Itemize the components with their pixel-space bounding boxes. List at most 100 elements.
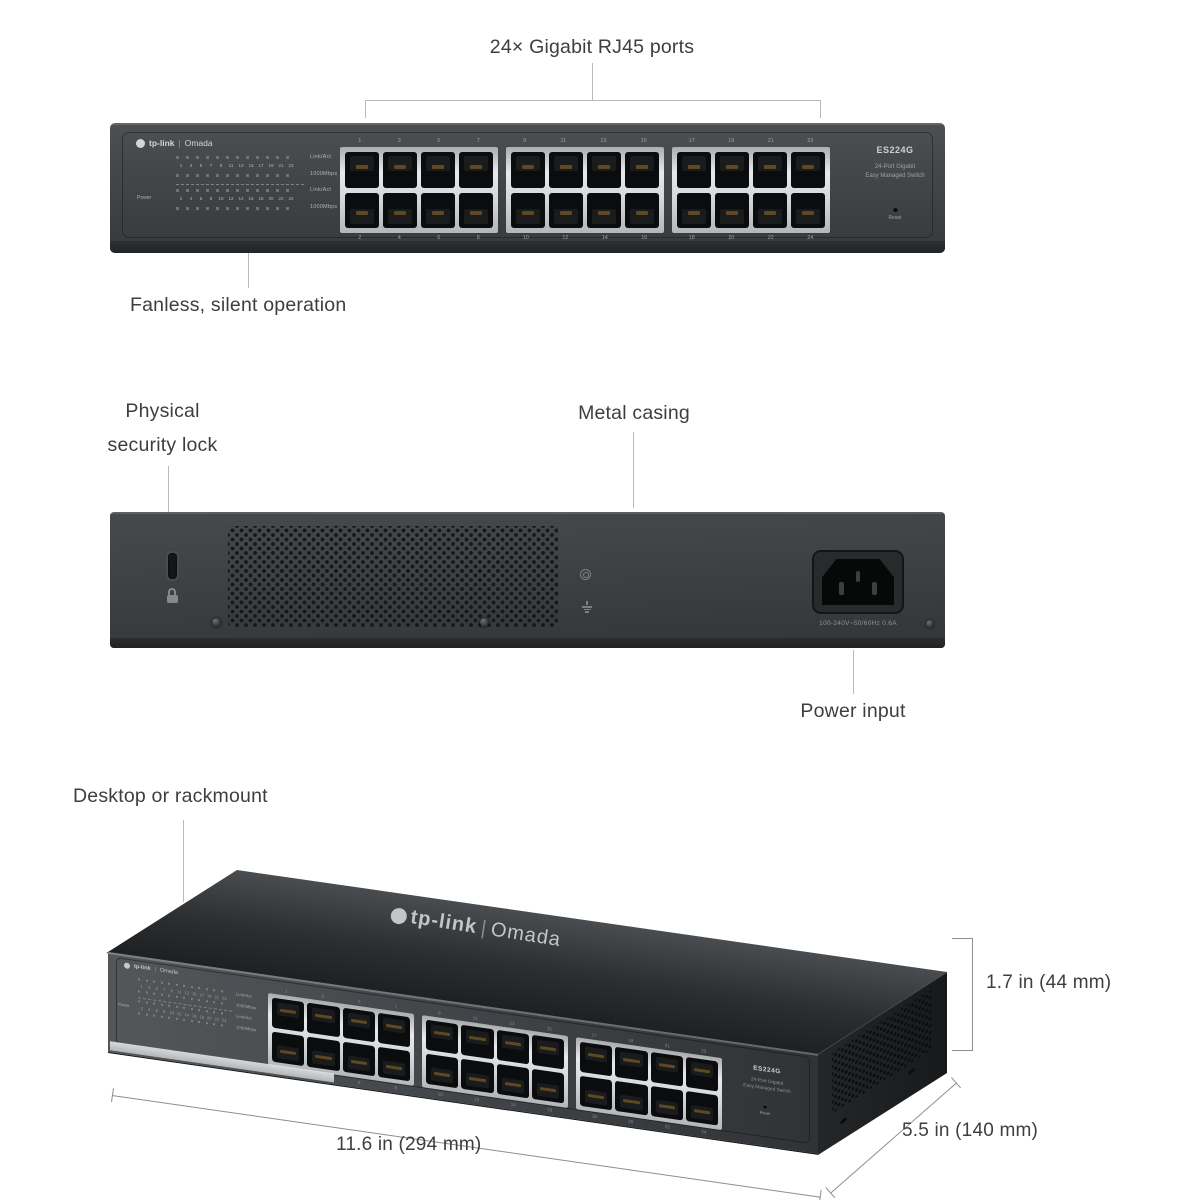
- rj45-port: [580, 1041, 613, 1077]
- led-indicator: [206, 156, 209, 159]
- model-number: ES224G: [876, 145, 914, 155]
- port-number: 24: [807, 235, 814, 241]
- led-indicator: [226, 207, 229, 210]
- led-indicator: [186, 207, 189, 210]
- led-indicator: [153, 980, 155, 983]
- led-indicator: [138, 978, 140, 981]
- port-number: 8: [209, 196, 213, 201]
- led-indicator: [176, 156, 179, 159]
- rj45-port: [685, 1090, 718, 1126]
- bracket-stem-line: [592, 63, 593, 100]
- port-number: 22: [214, 1016, 219, 1022]
- port-number: 17: [688, 138, 695, 144]
- led-indicator: [153, 1014, 155, 1017]
- brand-logo: tp-link | Omada: [136, 138, 213, 148]
- port-number: 15: [248, 163, 254, 168]
- height-dimension-tick-top: [952, 938, 973, 939]
- led-indicator: [160, 1003, 163, 1006]
- led-indicator: [205, 1021, 208, 1025]
- port-number: 23: [807, 138, 814, 144]
- led-indicator: [168, 1004, 170, 1007]
- led-indicator: [190, 1007, 193, 1011]
- led-indicator: [198, 998, 200, 1002]
- model-line2: Easy Managed Switch: [865, 173, 925, 179]
- port-number: 18: [199, 1014, 204, 1020]
- depth-dimension-label: 5.5 in (140 mm): [902, 1120, 1039, 1141]
- port-number: 6: [155, 1007, 158, 1014]
- mount-annotation: Desktop or rackmount: [73, 785, 268, 807]
- rj45-port: [459, 152, 493, 188]
- rj45-port: [580, 1075, 613, 1111]
- port-number: 10: [522, 235, 529, 241]
- rj45-port: [342, 1041, 375, 1077]
- led-indicator: [206, 189, 209, 192]
- rj45-port: [377, 1046, 410, 1082]
- port-number: 20: [628, 1118, 634, 1125]
- power-led-label: Power: [137, 195, 152, 201]
- led-indicator: [145, 991, 148, 994]
- side-screw-hole: [840, 1116, 847, 1126]
- rj45-port: [650, 1085, 683, 1121]
- port-number: 14: [238, 196, 244, 201]
- lock-annotation-line1: Physical: [125, 400, 200, 422]
- port-group-1: [340, 147, 498, 233]
- led-indicator: [216, 189, 219, 192]
- port-number: 13: [600, 138, 607, 144]
- port-number: 19: [628, 1037, 634, 1044]
- port-number: 13: [184, 989, 189, 996]
- port-number: 15: [192, 991, 197, 997]
- port-number: 23: [288, 163, 294, 168]
- rj45-port: [426, 1019, 459, 1055]
- port-number: 14: [510, 1101, 516, 1108]
- led-indicator: [266, 174, 269, 177]
- rj45-port: [272, 1031, 305, 1067]
- led-indicator: [190, 985, 193, 989]
- led-indicator: [226, 189, 229, 192]
- logo-separator: |: [178, 138, 181, 148]
- ground-icon: [582, 601, 592, 613]
- port-number: 22: [767, 235, 774, 241]
- rj45-port: [345, 152, 379, 188]
- rj45-port: [615, 1046, 648, 1082]
- port-number: 5: [155, 985, 158, 992]
- rj45-port: [496, 1063, 529, 1099]
- rj45-port: [650, 1051, 683, 1087]
- port-number: 21: [214, 994, 219, 1000]
- lock-leader-line: [168, 466, 169, 546]
- led-indicator: [138, 1000, 140, 1003]
- port-number: 24: [288, 196, 294, 201]
- led-label-1000mbps-2: 1000Mbps: [310, 204, 338, 210]
- rj45-port: [531, 1034, 564, 1070]
- led-indicator: [138, 1012, 140, 1015]
- port-number: 1: [140, 983, 143, 990]
- screw: [212, 618, 221, 627]
- led-indicator: [175, 1017, 178, 1020]
- led-indicator: [256, 174, 259, 177]
- port-number: 11: [560, 138, 567, 144]
- port-number: 13: [238, 163, 244, 168]
- port-number: 23: [222, 995, 227, 1002]
- led-indicator: [246, 207, 249, 210]
- led-indicator: [196, 189, 199, 192]
- port-number: 17: [199, 992, 204, 998]
- rj45-port: [421, 152, 455, 188]
- metal-casing-annotation: Metal casing: [578, 402, 690, 424]
- led-indicator: [256, 189, 259, 192]
- led-indicator: [213, 989, 215, 992]
- led-indicator: [256, 156, 259, 159]
- port-number: 6: [199, 196, 203, 201]
- port-number: 21: [278, 163, 284, 168]
- led-indicator: [176, 207, 179, 210]
- port-number: 11: [177, 988, 182, 995]
- led-dashed-separator: [176, 184, 304, 185]
- port-number: 7: [394, 1004, 397, 1010]
- led-indicator: [168, 994, 170, 997]
- port-number: 1: [284, 988, 288, 994]
- port-number: 16: [641, 235, 648, 241]
- led-indicator: [183, 996, 185, 1000]
- rj45-port: [272, 997, 305, 1033]
